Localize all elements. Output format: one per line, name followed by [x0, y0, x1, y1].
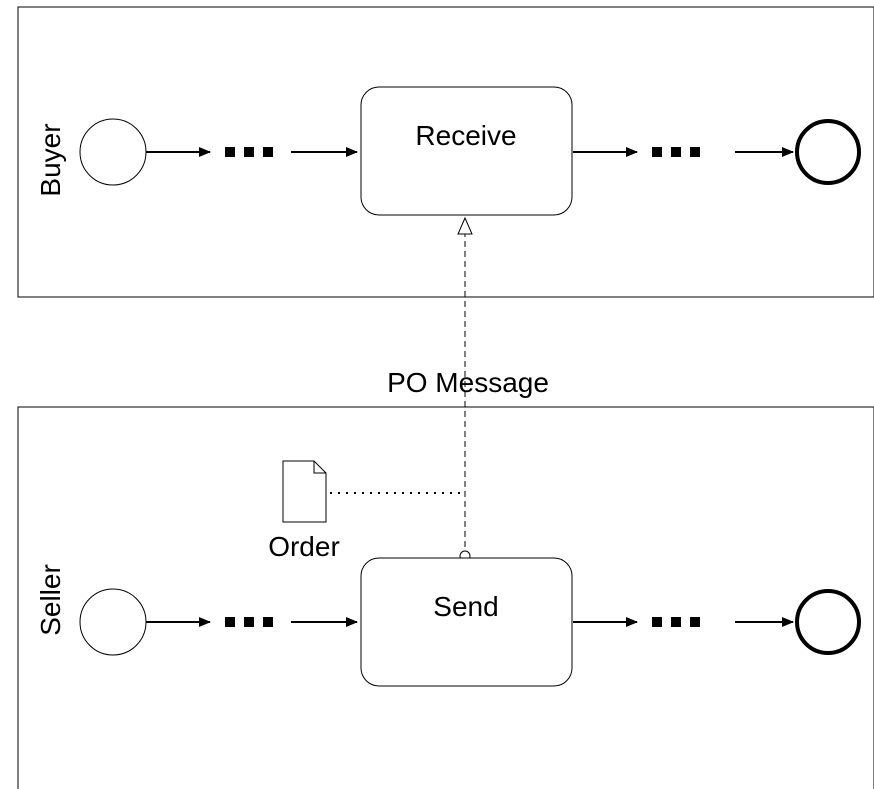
seller-ellipsis-2	[652, 617, 700, 627]
seller-ellipsis-1	[225, 617, 273, 627]
seller-pool-label: Seller	[35, 564, 66, 636]
message-flow-label: PO Message	[387, 367, 549, 398]
order-data-object[interactable]: Order	[268, 460, 340, 562]
receive-task-label: Receive	[415, 120, 516, 151]
buyer-end-event[interactable]	[795, 119, 861, 185]
buyer-pool-label: Buyer	[35, 123, 66, 196]
document-icon	[282, 460, 327, 523]
buyer-ellipsis-1	[225, 147, 273, 157]
seller-end-event[interactable]	[795, 589, 861, 655]
buyer-ellipsis-2	[652, 147, 700, 157]
send-task-label: Send	[433, 591, 498, 622]
seller-start-event[interactable]	[79, 588, 147, 656]
seller-pool: Seller Order Send	[17, 406, 874, 789]
message-flow[interactable]	[457, 216, 473, 562]
buyer-start-event[interactable]	[79, 118, 147, 186]
receive-task[interactable]: Receive	[360, 86, 573, 216]
order-data-object-label: Order	[268, 531, 340, 562]
message-flow-arrowhead	[457, 216, 473, 235]
buyer-pool: Buyer Receive	[17, 6, 874, 298]
send-task[interactable]: Send	[360, 557, 573, 687]
